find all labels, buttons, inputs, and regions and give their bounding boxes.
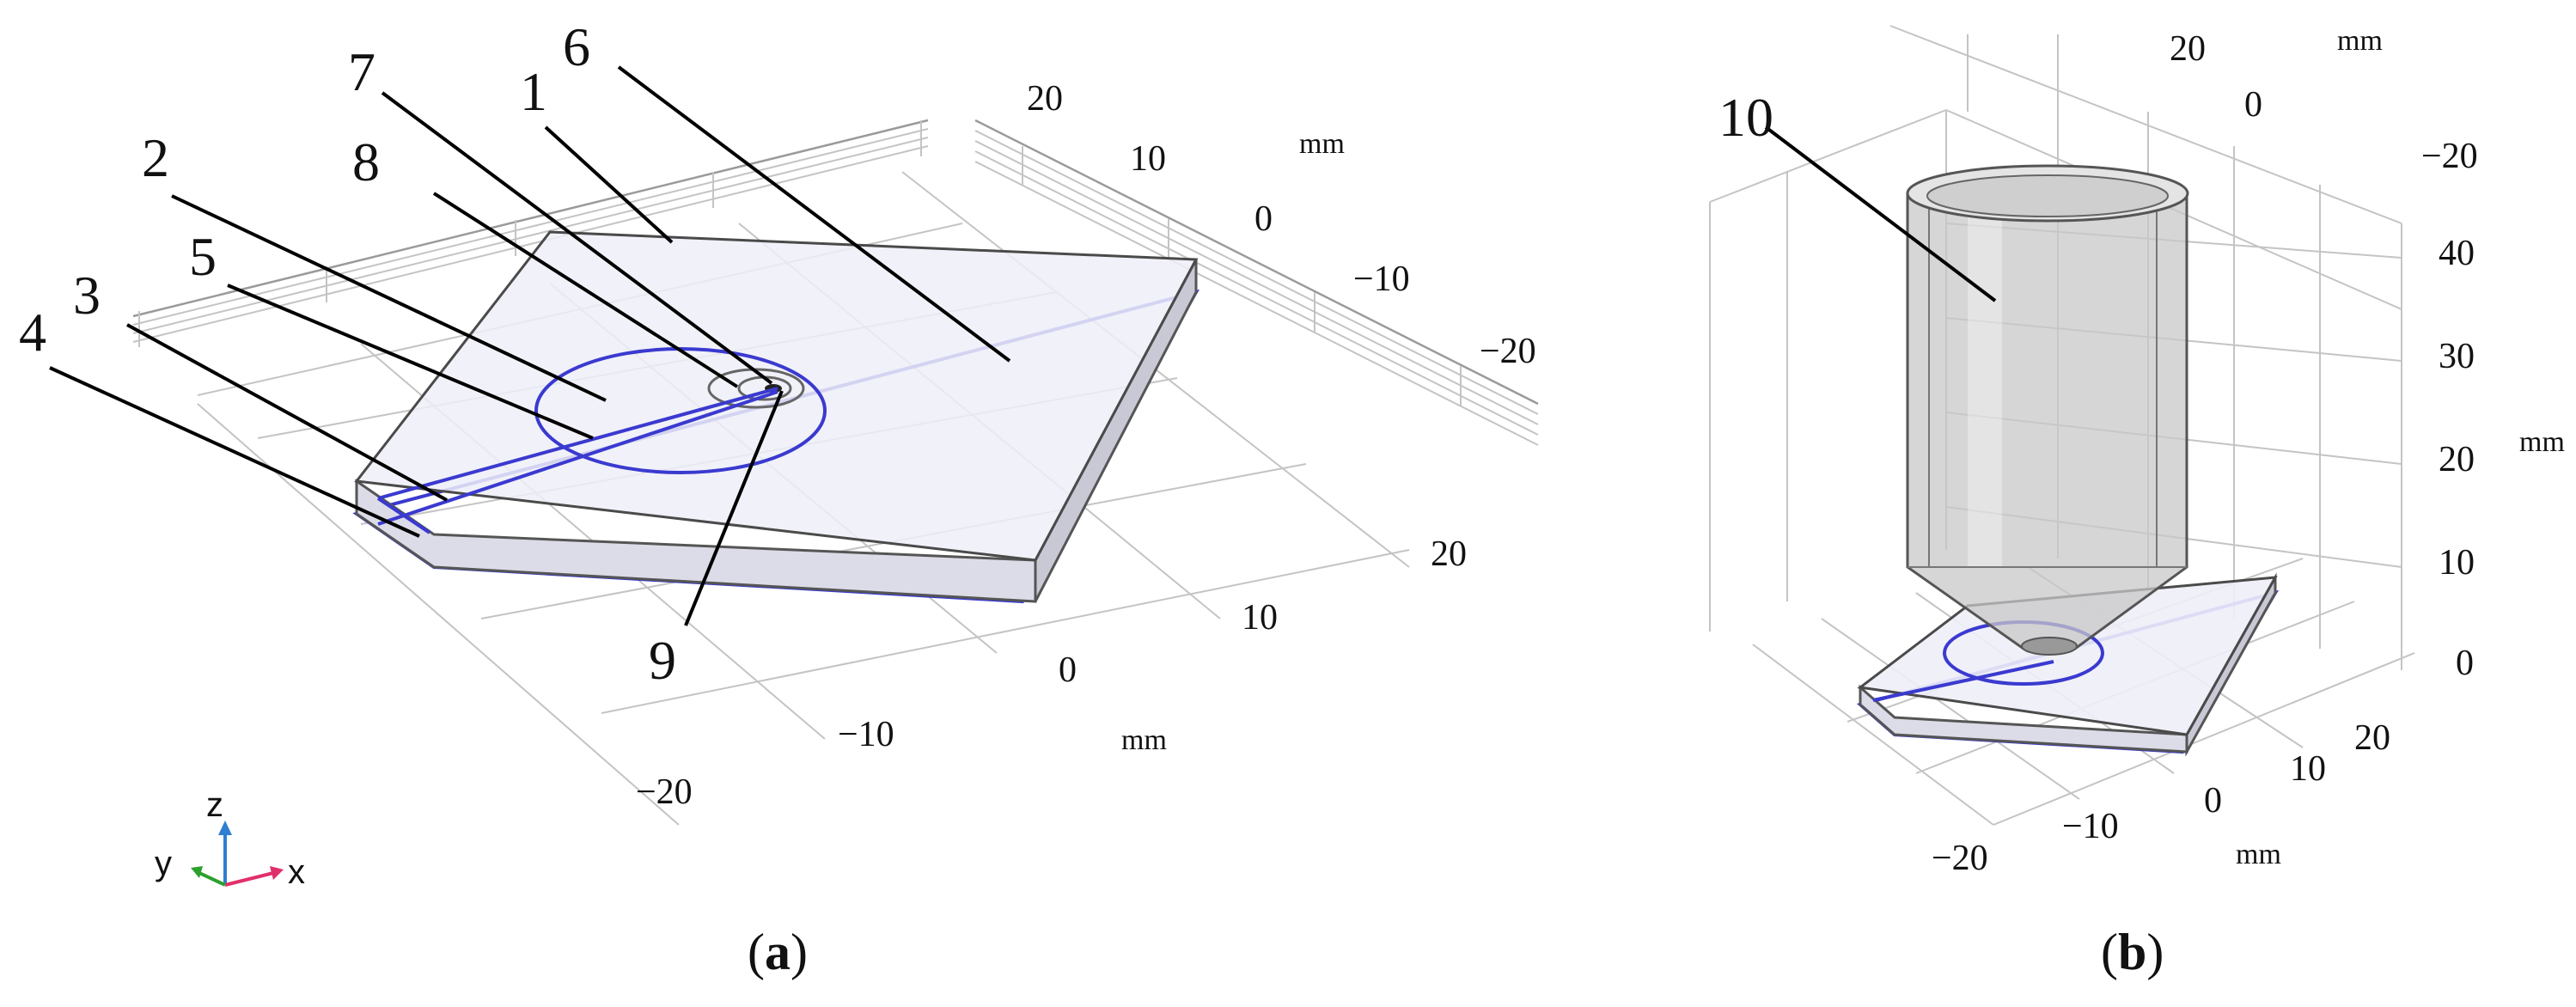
- triad-y-label: y: [155, 845, 172, 882]
- panel-b-plate-top: [1857, 576, 2278, 736]
- panel-b-top-ticks: 20 0 −20 mm: [2170, 25, 2478, 176]
- b-top-unit: mm: [2337, 25, 2383, 57]
- y-tick-0: 0: [1254, 199, 1273, 239]
- cylinder-highlight: [1968, 206, 2002, 567]
- triad-z-arrow: [218, 821, 232, 835]
- b-top-tick-neg20: −20: [2421, 137, 2478, 176]
- b-bottom-tick-10: 10: [2290, 749, 2326, 789]
- b-z-tick-30: 30: [2439, 337, 2475, 376]
- b-z-unit: mm: [2519, 426, 2565, 458]
- triad-y-axis: [198, 871, 226, 887]
- y-tick-neg20: −20: [1480, 332, 1536, 371]
- b-bottom-tick-neg20: −20: [1932, 839, 1988, 878]
- triad-x-arrow: [270, 866, 284, 880]
- panel-b-feed-line: [1872, 660, 2054, 702]
- x-axis-ticks: −20 −10 0 10 20 mm: [636, 534, 1467, 812]
- triad-x-axis: [224, 871, 274, 887]
- cylinder-body: [1906, 192, 2188, 650]
- y-tick-20: 20: [1027, 79, 1063, 119]
- x-tick-10: 10: [1242, 598, 1278, 638]
- feed-line: [376, 387, 778, 534]
- callout-4: 4: [19, 302, 46, 363]
- b-bottom-tick-0: 0: [2204, 781, 2222, 821]
- panel-b-bottom-ticks: 20 10 0 −10 −20 mm: [1932, 718, 2390, 878]
- b-z-tick-10: 10: [2439, 543, 2475, 583]
- y-axis-ticks: 20 10 0 −10 −20 mm: [1027, 79, 1536, 371]
- b-bottom-tick-20: 20: [2354, 718, 2390, 758]
- y-tick-10: 10: [1130, 139, 1166, 179]
- panel-a: 1 2 3 4 5 6 7 8 9 −20 −10 0 10 20 mm 20 …: [19, 16, 1539, 980]
- cylinder-top-inner: [1926, 174, 2169, 217]
- center-ring-outer: [707, 368, 805, 409]
- x-tick-0: 0: [1059, 650, 1077, 690]
- caption-b: (b): [2101, 924, 2164, 980]
- b-top-tick-20: 20: [2170, 29, 2206, 69]
- triad-y-arrow: [191, 866, 203, 878]
- x-tick-20: 20: [1431, 534, 1467, 574]
- panel-b-z-ticks: 40 30 20 10 0 mm: [2439, 234, 2565, 683]
- callout-9: 9: [649, 630, 676, 691]
- callout-10-leader: [1764, 125, 1997, 302]
- x-tick-neg20: −20: [636, 772, 693, 812]
- callout-7: 7: [348, 41, 375, 102]
- callout-3: 3: [73, 265, 101, 326]
- y-unit: mm: [1299, 128, 1345, 160]
- callout-6: 6: [563, 16, 590, 77]
- nozzle-tip: [2021, 637, 2078, 656]
- callout-leaders: [49, 65, 1011, 626]
- callout-5: 5: [189, 226, 217, 287]
- x-unit: mm: [1121, 724, 1167, 756]
- callout-8: 8: [352, 131, 380, 192]
- b-top-tick-0: 0: [2244, 85, 2262, 125]
- plate-top: [354, 230, 1199, 562]
- callout-10: 10: [1718, 87, 1773, 148]
- b-bottom-unit: mm: [2236, 839, 2281, 870]
- callout-2: 2: [142, 127, 169, 188]
- callout-labels: 1 2 3 4 5 6 7 8 9: [19, 16, 676, 691]
- callout-1: 1: [520, 61, 547, 122]
- axis-triad: z x y: [155, 786, 305, 891]
- triad-z-label: z: [206, 786, 223, 824]
- panel-b: 10 20 0 −20 mm 40 30 20 10 0 mm 20 10 0 …: [1709, 25, 2565, 980]
- nozzle-cylinder: [1906, 164, 2189, 656]
- y-tick-neg10: −10: [1353, 259, 1410, 299]
- x-tick-neg10: −10: [838, 715, 894, 754]
- b-z-tick-40: 40: [2439, 234, 2475, 273]
- back-grid-right: [974, 119, 1539, 446]
- triad-x-label: x: [288, 853, 305, 891]
- b-z-tick-0: 0: [2456, 644, 2474, 683]
- b-z-tick-20: 20: [2439, 440, 2475, 479]
- b-bottom-tick-neg10: −10: [2062, 807, 2119, 846]
- caption-a: (a): [748, 924, 808, 980]
